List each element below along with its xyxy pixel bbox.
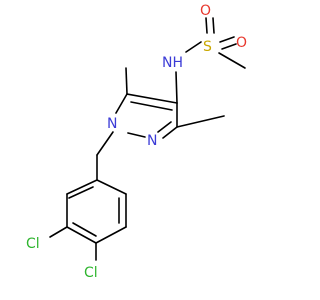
bond-b1-b2-inner [68,186,94,199]
nitrogen-1-label: N [107,116,117,132]
nh-label: NH [162,55,183,71]
bond-c4-nh [175,71,178,104]
bond-b3-b4-inner [72,222,97,237]
bond-b6-b1 [96,179,127,195]
bond-n1-ch2 [96,131,114,156]
molecule-diagram: NH S O O N N Cl Cl [26,3,247,281]
nitrogen-2-label: N [147,133,157,149]
bond-b3-b4 [66,226,97,244]
bond-s-o-top-a [205,17,208,34]
bond-c5-methyl [125,67,128,95]
bond-n2-c3 [162,126,178,139]
bond-c3-methyl [176,115,225,128]
bond-b1-b2 [66,179,98,195]
bond-s-o-right-a [219,36,235,43]
bond-c4-c5 [126,93,178,104]
atom-labels: NH S O O N N Cl Cl [26,3,247,281]
chlorine-left-label: Cl [26,236,40,252]
oxygen-right-label: O [236,35,247,51]
sulfur-label: S [203,39,212,55]
bond-s-o-right-b [221,43,237,50]
bond-n1-n2 [127,132,146,138]
chlorine-bottom-label: Cl [84,265,98,281]
bond-c5-n1 [115,93,128,114]
bond-c4-c5-inner [130,101,173,111]
bond-b4-b5 [95,226,127,244]
bond-b3-cl [49,226,68,238]
bond-s-o-top-b [212,17,215,34]
oxygen-top-label: O [200,3,211,19]
bonds [49,17,246,261]
bond-s-methyl [218,52,246,69]
bond-nh-s [185,41,202,53]
bond-n2-c3-inner [157,121,172,133]
